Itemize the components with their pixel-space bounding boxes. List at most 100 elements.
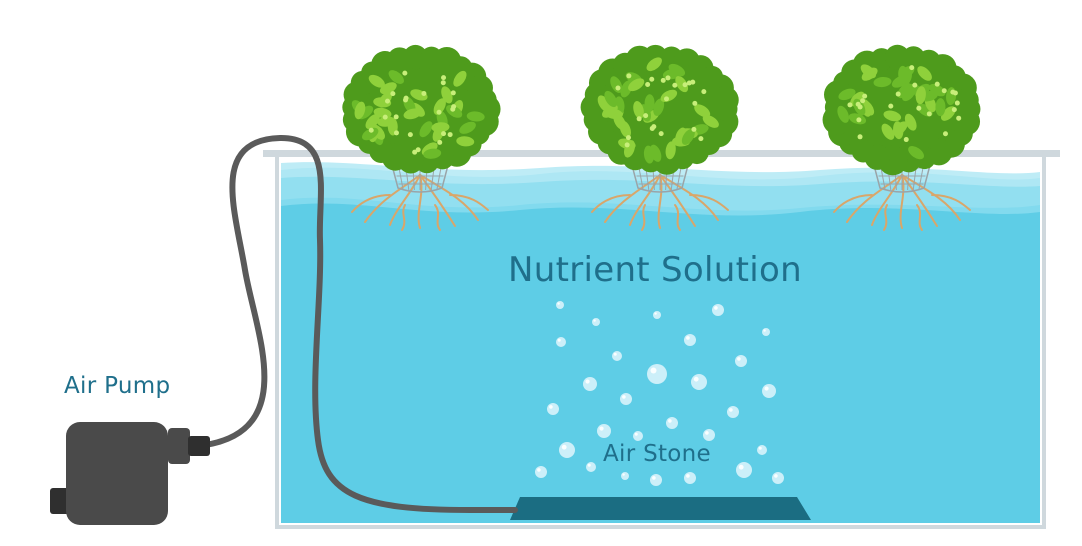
leaf-highlight: [909, 65, 915, 71]
leaf: [646, 57, 662, 72]
root: [871, 174, 903, 226]
leaf-highlight: [436, 109, 442, 115]
leaf: [403, 108, 422, 120]
leaf-highlight: [934, 81, 940, 87]
leaf-highlight: [888, 103, 894, 109]
root: [883, 204, 888, 231]
leaf-highlight: [691, 126, 697, 132]
leaf: [898, 65, 909, 84]
roots-icon: [833, 174, 971, 231]
bubble-highlight: [557, 302, 560, 305]
nutrient-solution-label: Nutrient Solution: [508, 250, 802, 290]
leaf-highlight: [421, 91, 427, 97]
leaf: [897, 83, 912, 99]
bubble-icon: [650, 474, 662, 486]
bubble-highlight: [593, 319, 596, 322]
plant-3: [822, 44, 981, 231]
leaf: [837, 105, 849, 123]
bubble-icon: [647, 364, 667, 384]
leaf: [653, 98, 665, 116]
bubble-icon: [559, 442, 575, 458]
bubble-highlight: [714, 306, 718, 310]
root: [846, 174, 903, 223]
bubble-highlight: [758, 446, 762, 450]
leaf: [702, 115, 719, 128]
leaf-highlight: [698, 136, 704, 142]
bubble-highlight: [686, 474, 690, 478]
bubble-icon: [757, 445, 767, 455]
leaf-highlight: [950, 89, 956, 95]
air-tube: [202, 134, 518, 513]
leaf-highlight: [636, 116, 642, 122]
leaf-highlight: [941, 88, 947, 94]
leaf: [644, 94, 655, 113]
bubbles: [535, 301, 784, 486]
bubble-highlight: [738, 464, 744, 470]
leaf-highlight: [951, 107, 957, 113]
bubble-icon: [597, 424, 611, 438]
leaf: [354, 101, 366, 120]
pump-nozzle: [188, 436, 210, 456]
bubble-icon: [712, 304, 724, 316]
bubble-highlight: [557, 338, 561, 342]
leaf-highlight: [624, 142, 630, 148]
air-pump-label: Air Pump: [64, 373, 171, 399]
leaf: [368, 74, 385, 88]
leaf-highlight: [437, 139, 443, 145]
leaf-highlight: [412, 149, 418, 155]
leaf-highlight: [862, 93, 868, 99]
leaf: [917, 66, 932, 81]
leaf: [883, 110, 902, 122]
leaf: [365, 114, 380, 130]
root: [417, 174, 423, 229]
bubble-highlight: [774, 474, 778, 478]
leaf-highlight: [855, 101, 861, 107]
bubble-highlight: [622, 473, 625, 476]
bubble-icon: [633, 431, 643, 441]
leaf: [459, 121, 476, 134]
plant-1: [342, 44, 501, 231]
bubble-highlight: [613, 352, 617, 356]
root: [659, 174, 696, 227]
leaf: [908, 146, 925, 160]
air-stone: [510, 497, 811, 520]
leaf-highlight: [415, 147, 421, 153]
root: [629, 174, 661, 226]
leaf: [453, 70, 467, 87]
leaf-highlight: [615, 85, 621, 91]
leaf-highlight: [625, 135, 631, 141]
leaf: [665, 141, 676, 160]
bubble-icon: [691, 374, 707, 390]
bubble-highlight: [561, 444, 567, 450]
bubble-highlight: [622, 395, 626, 399]
root: [674, 204, 681, 231]
leaf-highlight: [954, 100, 960, 106]
leaf-highlight: [682, 82, 688, 88]
plant-2: [580, 44, 739, 231]
air-pump: [50, 422, 210, 525]
leaf-highlight: [649, 76, 655, 82]
leaf: [902, 85, 916, 102]
bubble-icon: [612, 351, 622, 361]
bubble-icon: [762, 328, 770, 336]
bubble-icon: [556, 301, 564, 309]
leaf: [419, 121, 433, 138]
leaf-highlight: [440, 80, 446, 86]
air-stone-label: Air Stone: [603, 441, 712, 467]
roots-icon: [591, 174, 729, 231]
bubble-highlight: [763, 329, 766, 332]
leaf-highlight: [916, 105, 922, 111]
leaf: [681, 128, 695, 145]
leaf-highlight: [450, 90, 456, 96]
pump-body: [66, 422, 168, 525]
leaf: [633, 101, 644, 119]
foliage: [580, 44, 739, 175]
bubble-icon: [762, 384, 776, 398]
water: [281, 197, 1040, 524]
root: [689, 194, 729, 211]
bubble-icon: [727, 406, 739, 418]
leaf: [881, 123, 895, 140]
bubble-highlight: [705, 431, 709, 435]
leaf-highlight: [942, 131, 948, 137]
root: [604, 174, 661, 223]
